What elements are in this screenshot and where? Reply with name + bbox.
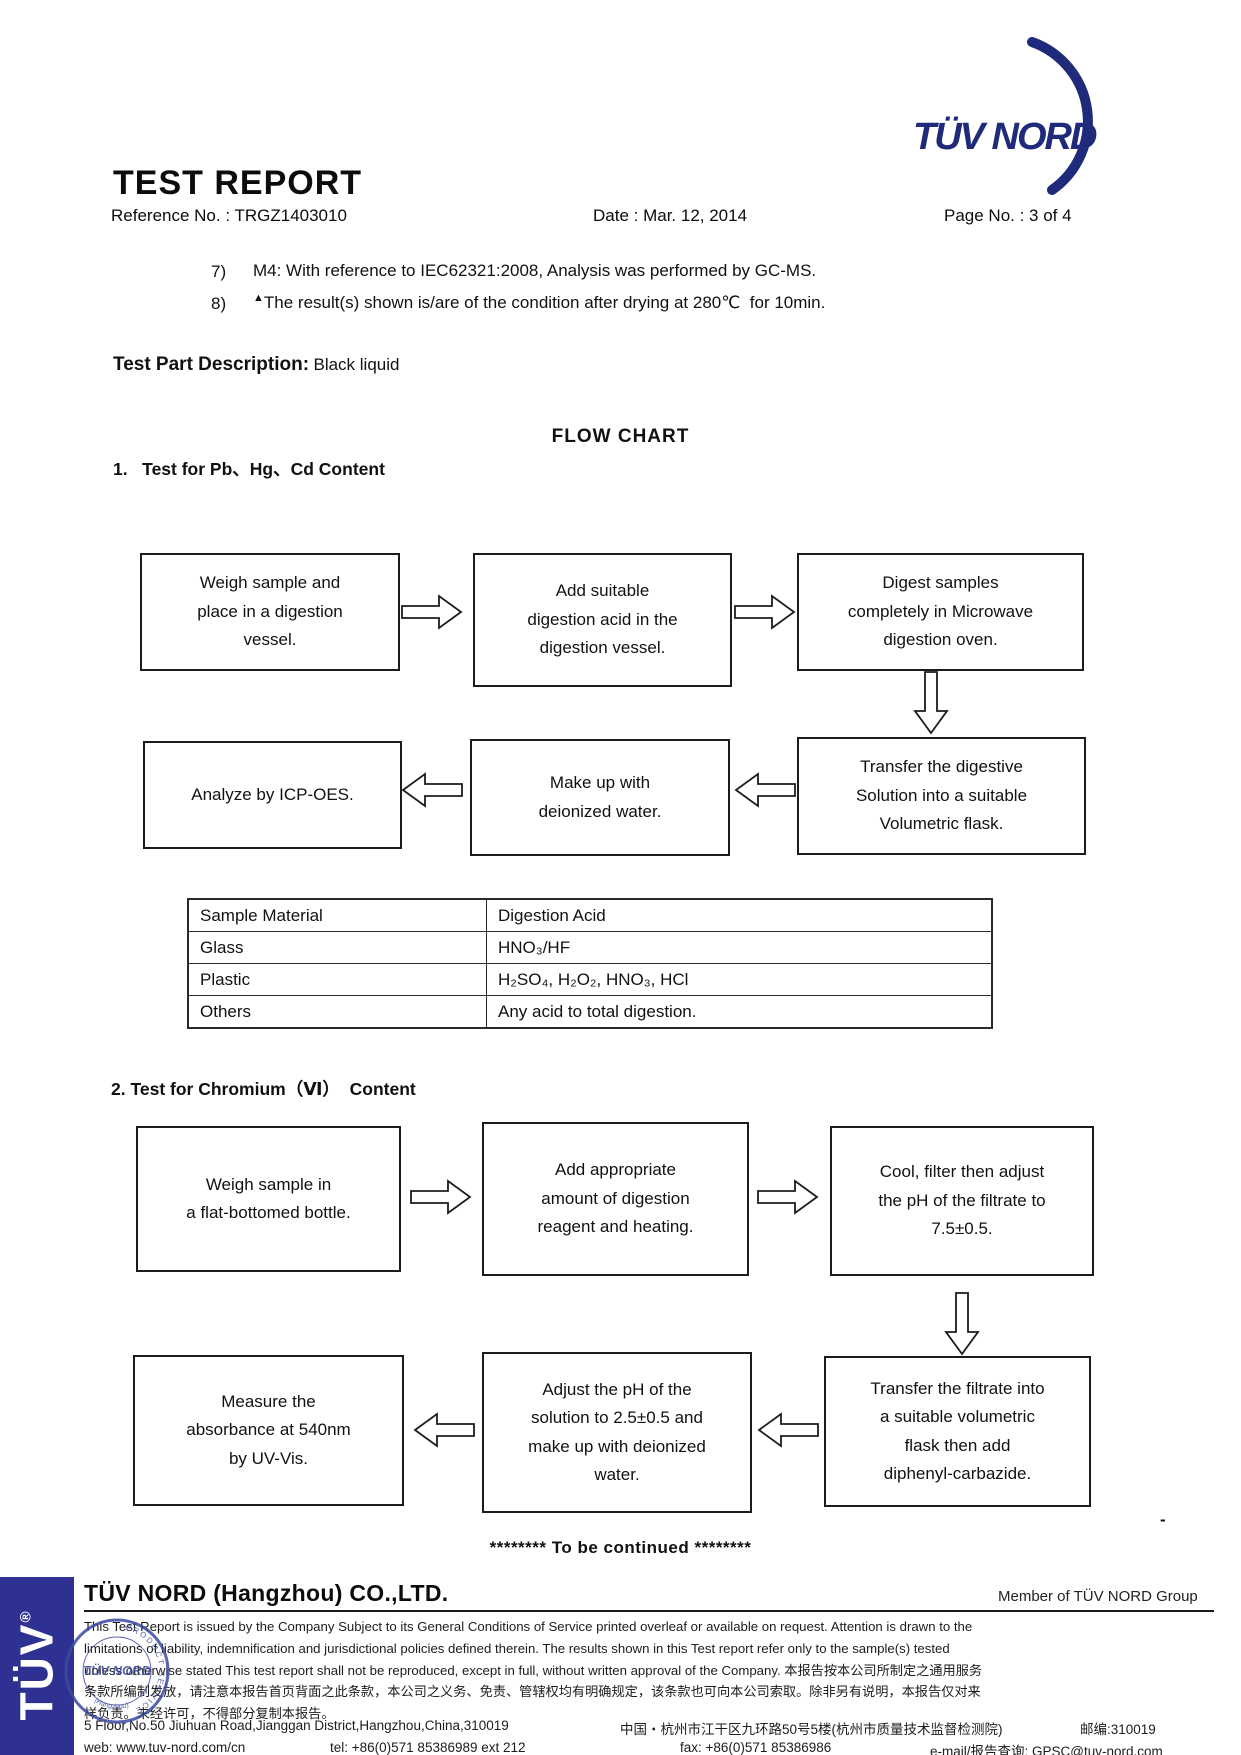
tuv-vertical-logo: TÜV®	[10, 1611, 64, 1720]
tuv-nord-logo: TÜV NORD	[913, 116, 1097, 158]
tuv-nord-logo-arc-icon	[1027, 37, 1093, 195]
legal-line: This Test Report is issued by the Compan…	[84, 1619, 973, 1634]
stray-dash: -	[1160, 1510, 1166, 1529]
test-part-description: Test Part Description: Black liquid	[113, 354, 399, 376]
table-cell: Any acid to total digestion.	[486, 995, 993, 1029]
flow-box-transfer-filtrate: Transfer the filtrate into a suitable vo…	[824, 1356, 1091, 1507]
flow-box-transfer-solution: Transfer the digestive Solution into a s…	[797, 737, 1086, 855]
note-7-number: 7)	[211, 262, 227, 281]
footer-divider	[84, 1610, 1214, 1613]
legal-line: limitations of liability, indemnificatio…	[84, 1640, 950, 1656]
table-cell: Sample Material	[187, 898, 487, 932]
legal-line: 条款所编制发放，请注意本报告首页背面之此条款，本公司之义务、免责、管辖权均有明确…	[84, 1684, 981, 1700]
note-7-body: M4: With reference to IEC62321:2008, Ana…	[253, 261, 817, 280]
flow-chart-title: FLOW CHART	[551, 426, 690, 447]
footer-member-text: Member of TÜV NORD Group	[998, 1588, 1198, 1605]
digestion-acid-table: Sample Material Digestion Acid Glass HNO…	[187, 898, 993, 1029]
company-stamp-icon: PRODUCT SERVICE (Hangzhou) TÜV NORD	[64, 1618, 170, 1724]
flow-box-add-acid: Add suitable digestion acid in the diges…	[473, 553, 732, 687]
tuv-vertical-logo-text: TÜV	[11, 1622, 63, 1721]
flow-box-adjust-ph: Adjust the pH of the solution to 2.5±0.5…	[482, 1352, 752, 1513]
note-8-body: The result(s) shown is/are of the condit…	[263, 293, 826, 312]
flow-box-measure-absorbance: Measure the absorbance at 540nm by UV-Vi…	[133, 1355, 404, 1506]
flow-box-add-reagent: Add appropriate amount of digestion reag…	[482, 1122, 749, 1276]
to-be-continued: ******** To be continued ********	[489, 1538, 752, 1557]
arrow-right-icon	[410, 1179, 472, 1215]
test-part-value: Black liquid	[313, 355, 400, 374]
table-row: Others Any acid to total digestion.	[187, 995, 993, 1029]
section2-title: 2. Test for Chromium（Ⅵ） Content	[111, 1079, 416, 1099]
footer-legal-text: This Test Report is issued by the Compan…	[84, 1616, 1216, 1725]
footer-tel: tel: +86(0)571 85386989 ext 212	[330, 1740, 526, 1755]
reference-no: Reference No. : TRGZ1403010	[111, 206, 347, 225]
table-cell: Glass	[187, 931, 487, 964]
arrow-left-icon	[734, 772, 796, 808]
table-cell: H₂SO₄, H₂O₂, HNO₃, HCl	[486, 963, 993, 996]
report-date: Date : Mar. 12, 2014	[593, 206, 748, 225]
table-row: Sample Material Digestion Acid	[187, 898, 993, 932]
note-8-text: ▲The result(s) shown is/are of the condi…	[253, 292, 825, 313]
arrow-right-icon	[734, 594, 796, 630]
flow-box-make-up-water: Make up with deionized water.	[470, 739, 730, 856]
footer-address-zip: 邮编:310019	[1080, 1722, 1156, 1737]
footer-address-en: 5 Floor,No.50 Jiuhuan Road,Jianggan Dist…	[84, 1718, 509, 1733]
table-cell: Digestion Acid	[486, 898, 993, 932]
registered-mark-icon: ®	[18, 1611, 35, 1623]
arrow-right-icon	[401, 594, 463, 630]
legal-line: 样负责。未经许可，不得部分复制本报告。	[84, 1706, 335, 1722]
test-part-label: Test Part Description:	[113, 354, 310, 375]
stamp-center-text: TÜV NORD	[83, 1663, 152, 1678]
note-8-marker: ▲	[253, 292, 264, 304]
arrow-left-icon	[757, 1412, 819, 1448]
arrow-left-icon	[413, 1412, 475, 1448]
flow-box-analyze-icp: Analyze by ICP-OES.	[143, 741, 402, 849]
tuv-vertical-logo-block: TÜV®	[0, 1577, 74, 1755]
footer-address-cn: 中国・杭州市江干区九环路50号5楼(杭州市质量技术监督检测院)	[620, 1722, 1003, 1737]
footer-company-name: TÜV NORD (Hangzhou) CO.,LTD.	[84, 1580, 449, 1606]
page-title: TEST REPORT	[113, 164, 363, 202]
note-7-text: M4: With reference to IEC62321:2008, Ana…	[253, 260, 816, 281]
flow-box-weigh-bottle: Weigh sample in a flat-bottomed bottle.	[136, 1126, 401, 1272]
flow-box-weigh-sample: Weigh sample and place in a digestion ve…	[140, 553, 400, 671]
legal-line: unless otherwise stated This test report…	[84, 1662, 983, 1678]
arrow-down-icon	[913, 671, 949, 735]
footer-fax: fax: +86(0)571 85386986	[680, 1740, 832, 1755]
table-row: Glass HNO₃/HF	[187, 931, 993, 964]
section1-title: 1. Test for Pb、Hg、Cd Content	[113, 459, 385, 479]
arrow-left-icon	[401, 772, 463, 808]
table-cell: HNO₃/HF	[486, 931, 993, 964]
note-8-number: 8)	[211, 294, 227, 313]
table-row: Plastic H₂SO₄, H₂O₂, HNO₃, HCl	[187, 963, 993, 996]
flow-box-digest-samples: Digest samples completely in Microwave d…	[797, 553, 1084, 671]
flow-box-cool-filter: Cool, filter then adjust the pH of the f…	[830, 1126, 1094, 1276]
stamp-ring2-text: (Hangzhou)	[93, 1697, 130, 1711]
table-cell: Others	[187, 995, 487, 1029]
footer-web: web: www.tuv-nord.com/cn	[84, 1740, 246, 1755]
arrow-down-icon	[944, 1292, 980, 1356]
page-number: Page No. : 3 of 4	[944, 206, 1072, 225]
arrow-right-icon	[757, 1179, 819, 1215]
table-cell: Plastic	[187, 963, 487, 996]
svg-text:(Hangzhou): (Hangzhou)	[93, 1697, 130, 1711]
footer-email: e-mail/报告查询: GPSC@tuv-nord.com	[930, 1744, 1163, 1755]
